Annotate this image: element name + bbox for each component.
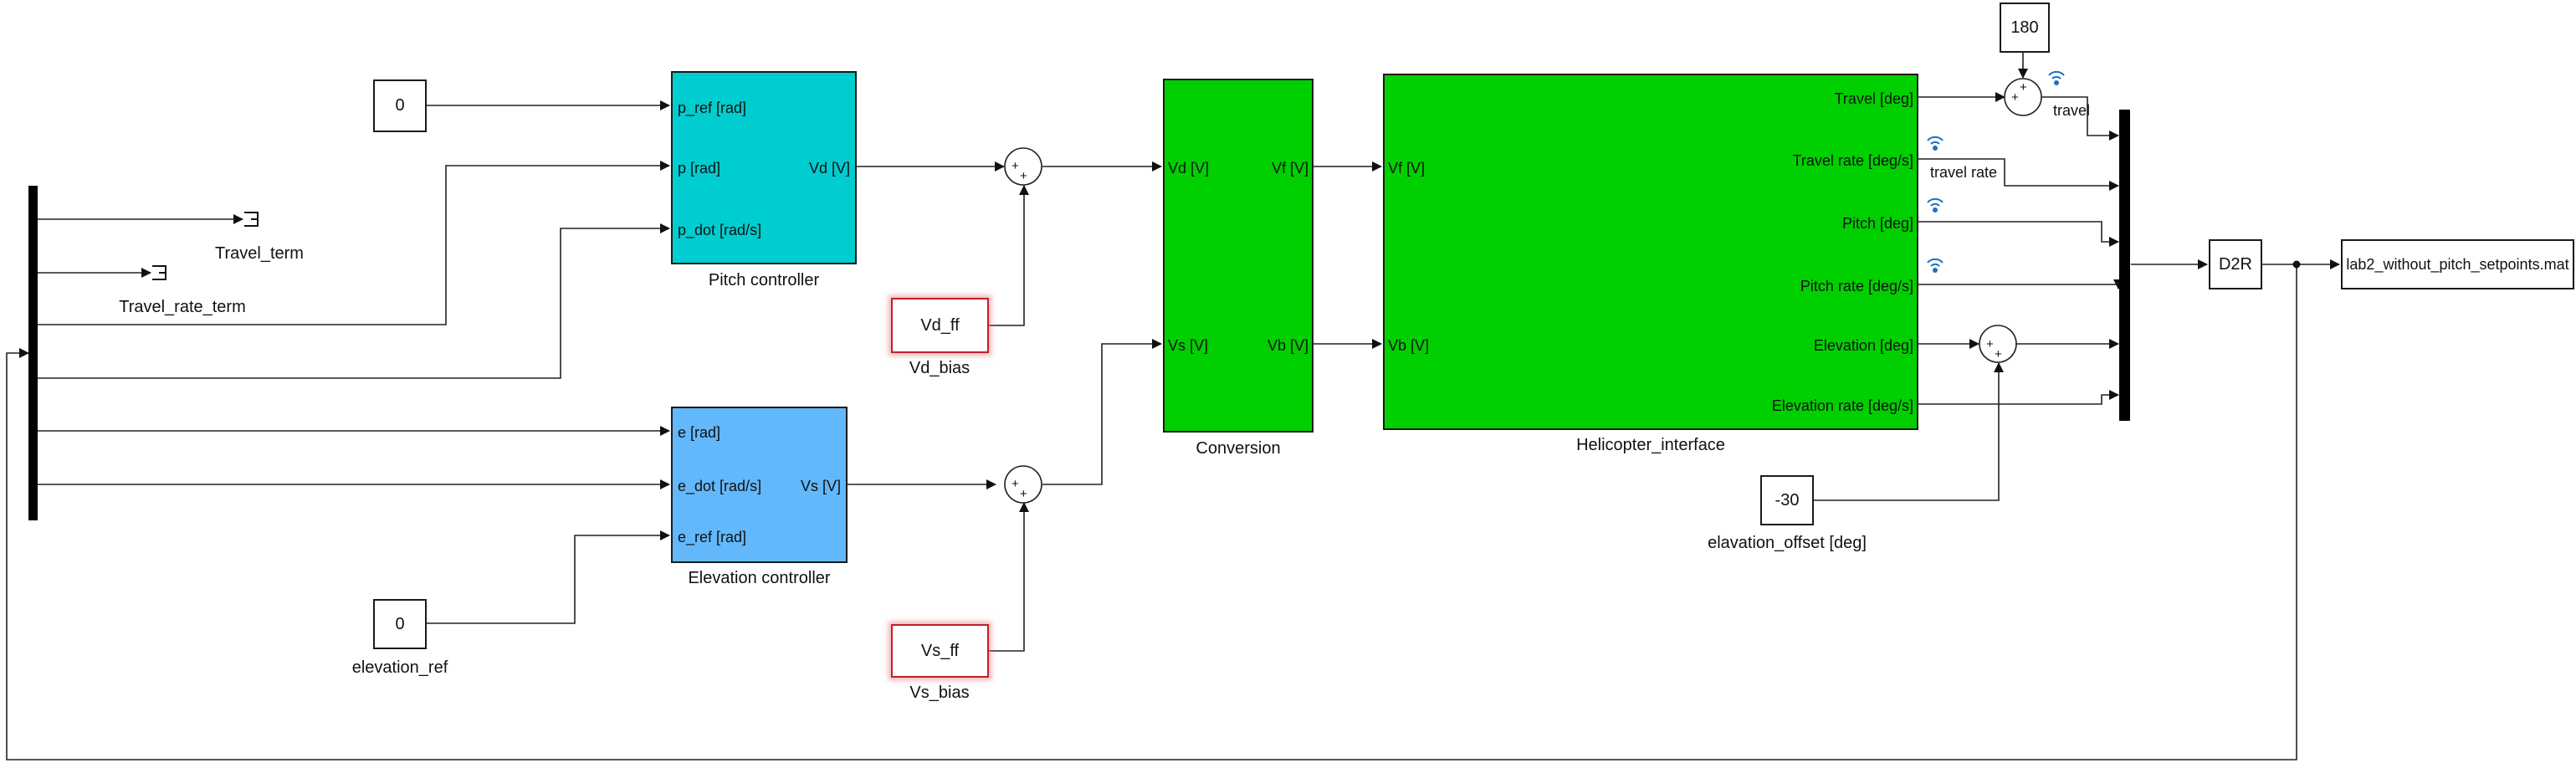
port-pitch-rate: Pitch rate [deg/s] — [1800, 278, 1913, 294]
port-e: e [rad] — [678, 424, 721, 441]
elevation-ref-label: elevation_ref — [351, 658, 448, 677]
constant-elevation-ref-value: 0 — [395, 614, 405, 633]
signal-travel-rate-tag: travel rate — [1930, 164, 1998, 181]
port-e-dot: e_dot [rad/s] — [678, 478, 762, 494]
signal-log-icon-pitch-rate[interactable] — [1925, 256, 1945, 274]
pitch-controller-block[interactable]: p_ref [rad] p [rad] p_dot [rad/s] Vd [V] — [671, 71, 857, 264]
d2r-value: D2R — [2218, 254, 2252, 274]
wire-vsff — [989, 502, 1029, 652]
vd-bias-label: Vd_bias — [909, 359, 970, 377]
constant-elevation-ref[interactable]: 0 — [373, 599, 427, 649]
port-heli-vf: Vf [V] — [1388, 160, 1426, 177]
wire-feedback — [6, 264, 2297, 760]
port-p: p [rad] — [678, 160, 721, 177]
constant-p-ref[interactable]: 0 — [373, 79, 427, 132]
wire-vdff — [989, 185, 1029, 326]
travel-rate-term-label: Travel_rate_term — [119, 298, 246, 316]
sum-vs — [1004, 465, 1042, 504]
vs-bias-block[interactable]: Vs_ff — [891, 624, 989, 678]
port-conv-vb: Vb [V] — [1267, 337, 1308, 354]
port-travel: Travel [deg] — [1834, 90, 1913, 107]
terminator-travel-rate — [152, 265, 166, 280]
port-p-ref: p_ref [rad] — [678, 100, 747, 116]
elevation-controller-label: Elevation controller — [688, 569, 831, 587]
vs-ff-value: Vs_ff — [920, 641, 960, 660]
conversion-block[interactable]: Vd [V] Vs [V] Vf [V] Vb [V] — [1163, 79, 1314, 433]
sum-vd — [1004, 147, 1042, 186]
to-file-block[interactable]: lab2_without_pitch_setpoints.mat — [2341, 239, 2574, 289]
demux-bar[interactable] — [28, 186, 38, 520]
helicopter-interface-block[interactable]: Vf [V] Vb [V] Travel [deg] Travel rate [… — [1383, 74, 1918, 430]
port-elevation: Elevation [deg] — [1813, 337, 1913, 354]
wire-eref — [427, 530, 670, 624]
sum-travel — [2004, 78, 2042, 116]
pitch-controller-label: Pitch controller — [708, 271, 820, 289]
helicopter-interface-label: Helicopter_interface — [1576, 436, 1725, 454]
port-conv-vd: Vd [V] — [1168, 160, 1210, 177]
svg-text:+: + — [1020, 487, 1027, 501]
wire-travel-mux — [2041, 96, 2119, 141]
port-p-dot: p_dot [rad/s] — [678, 222, 762, 238]
port-conv-vf: Vf [V] — [1271, 160, 1308, 177]
signal-log-icon-pitch[interactable] — [1925, 196, 1945, 214]
port-elevation-rate: Elevation rate [deg/s] — [1771, 397, 1913, 414]
vd-ff-value: Vd_ff — [920, 315, 960, 335]
wire-offset — [1814, 362, 2004, 501]
wire-sum2-conv — [1042, 339, 1162, 485]
signal-travel-tag: travel — [2053, 102, 2091, 119]
travel-term-label: Travel_term — [215, 244, 304, 263]
wire-pitchrate-mux — [1918, 279, 2123, 289]
svg-text:+: + — [2011, 90, 2019, 105]
svg-text:+: + — [2020, 80, 2027, 95]
port-vd-out: Vd [V] — [808, 160, 850, 177]
sum-elevation — [1979, 325, 2017, 363]
terminator-travel — [244, 212, 259, 227]
port-heli-vb: Vb [V] — [1388, 337, 1430, 354]
conversion-label: Conversion — [1196, 439, 1281, 458]
branch-point — [2292, 260, 2301, 269]
port-conv-vs: Vs [V] — [1168, 337, 1209, 354]
wire-pdot — [37, 223, 670, 379]
port-e-ref: e_ref [rad] — [678, 529, 747, 545]
svg-text:+: + — [1011, 477, 1019, 491]
to-file-value: lab2_without_pitch_setpoints.mat — [2346, 255, 2569, 273]
wire-travelrate-mux — [1918, 158, 2119, 191]
signal-log-icon-travel[interactable] — [2046, 69, 2066, 87]
wire-pitch-mux — [1918, 221, 2119, 247]
vs-bias-label: Vs_bias — [909, 684, 970, 702]
signal-log-icon-travel-rate[interactable] — [1925, 134, 1945, 152]
constant-p-ref-value: 0 — [395, 96, 405, 115]
elevation-offset-value: -30 — [1775, 490, 1800, 510]
mux-bar[interactable] — [2119, 110, 2130, 421]
elevation-controller-block[interactable]: e [rad] e_dot [rad/s] e_ref [rad] Vs [V] — [671, 407, 848, 563]
constant-180[interactable]: 180 — [2000, 3, 2050, 53]
svg-text:+: + — [1020, 169, 1027, 183]
elevation-offset-label: elavation_offset [deg] — [1708, 534, 1867, 552]
port-vs-out: Vs [V] — [800, 478, 841, 494]
wire-p — [37, 161, 670, 325]
port-travel-rate: Travel rate [deg/s] — [1792, 152, 1913, 169]
d2r-block[interactable]: D2R — [2209, 239, 2262, 289]
vd-bias-block[interactable]: Vd_ff — [891, 298, 989, 353]
elevation-offset-block[interactable]: -30 — [1760, 475, 1814, 525]
svg-text:+: + — [1011, 159, 1019, 173]
svg-text:+: + — [1986, 337, 1994, 351]
constant-180-value: 180 — [2010, 18, 2039, 37]
wire-elevrate-mux — [1918, 390, 2119, 405]
svg-text:+: + — [1995, 347, 2002, 361]
port-pitch: Pitch [deg] — [1841, 215, 1913, 232]
